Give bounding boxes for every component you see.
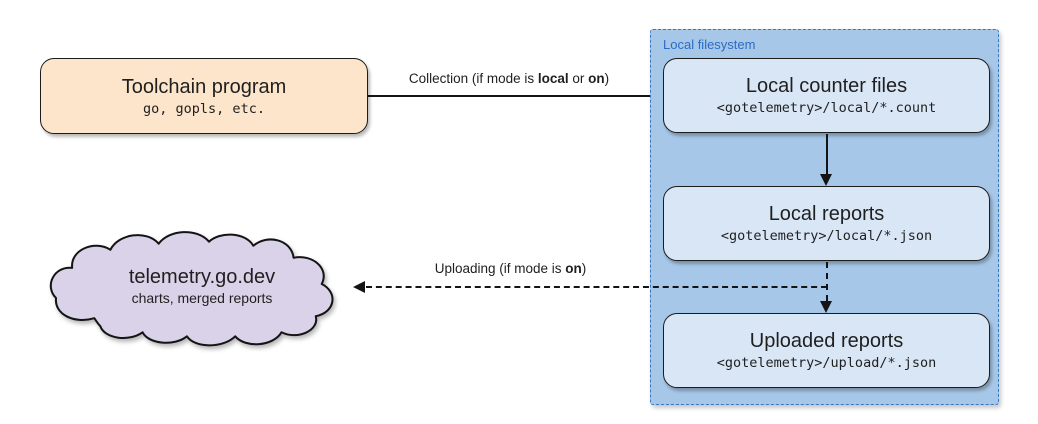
label-bold-text: local bbox=[537, 71, 569, 86]
counter-to-reports-arrow-line bbox=[826, 134, 828, 174]
toolchain-program-subtitle: go, gopls, etc. bbox=[143, 100, 265, 117]
cloud-shape bbox=[49, 231, 334, 347]
label-text: ) bbox=[604, 71, 610, 86]
cloud-text: telemetry.go.dev charts, merged reports bbox=[46, 266, 358, 307]
label-text: Uploading (if mode is bbox=[434, 261, 566, 276]
local-reports-path: <gotelemetry>/local/*.json bbox=[720, 228, 933, 244]
local-reports-node: Local reports <gotelemetry>/local/*.json bbox=[663, 186, 990, 261]
local-counter-files-path: <gotelemetry>/local/*.count bbox=[716, 100, 937, 116]
cloud-subtitle: charts, merged reports bbox=[131, 290, 273, 306]
uploading-arrow-label: Uploading (if mode is on) bbox=[383, 260, 638, 277]
uploaded-reports-title: Uploaded reports bbox=[749, 330, 904, 352]
uploaded-reports-node: Uploaded reports <gotelemetry>/upload/*.… bbox=[663, 313, 990, 388]
local-filesystem-label: Local filesystem bbox=[663, 37, 756, 52]
collection-arrow-line bbox=[368, 95, 651, 97]
uploaded-reports-path: <gotelemetry>/upload/*.json bbox=[716, 355, 937, 371]
local-reports-title: Local reports bbox=[768, 203, 885, 225]
reports-to-uploaded-arrow-line bbox=[826, 262, 828, 301]
toolchain-program-node: Toolchain program go, gopls, etc. bbox=[40, 58, 368, 134]
local-counter-files-title: Local counter files bbox=[745, 75, 908, 97]
collection-arrow-label: Collection (if mode is local or on) bbox=[373, 70, 645, 87]
label-bold-text: on bbox=[588, 71, 605, 86]
uploading-arrowhead bbox=[353, 281, 365, 293]
label-text: Collection (if mode is bbox=[408, 71, 538, 86]
label-bold-text: on bbox=[565, 261, 582, 276]
reports-to-uploaded-arrowhead bbox=[820, 301, 832, 313]
telemetry-cloud-node: telemetry.go.dev charts, merged reports bbox=[46, 225, 358, 351]
label-text: ) bbox=[581, 261, 587, 276]
cloud-title: telemetry.go.dev bbox=[128, 266, 276, 288]
uploading-arrow-line bbox=[366, 286, 827, 288]
local-counter-files-node: Local counter files <gotelemetry>/local/… bbox=[663, 58, 990, 133]
counter-to-reports-arrowhead bbox=[820, 174, 832, 186]
label-text: or bbox=[568, 71, 589, 86]
toolchain-program-title: Toolchain program bbox=[121, 75, 287, 98]
